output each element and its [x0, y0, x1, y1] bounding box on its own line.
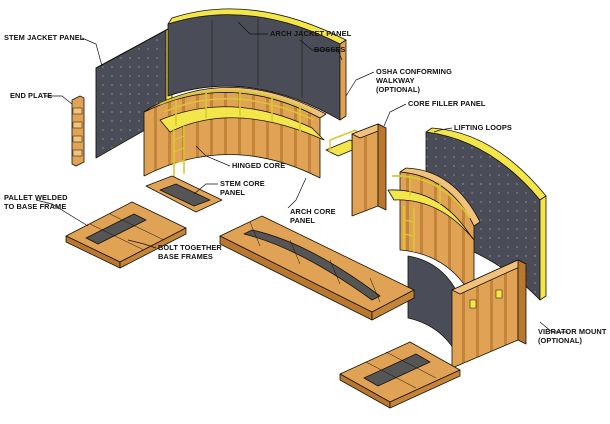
label-stem-jacket-panel: STEM JACKET PANEL	[4, 33, 85, 42]
label-bolt-together-line1: BOLT TOGETHER	[158, 243, 222, 252]
label-vibrator-mount-line1: VIBRATOR MOUNT	[538, 327, 607, 336]
label-osha-walkway-line3: (OPTIONAL)	[376, 85, 421, 94]
label-pallet-welded-line2: TO BASE FRAME	[4, 202, 66, 211]
hinged-core	[143, 87, 327, 179]
label-end-plate: END PLATE	[10, 91, 52, 100]
label-osha-walkway-line2: WALKWAY	[376, 76, 415, 85]
end-plate	[71, 95, 85, 167]
label-hinged-core: HINGED CORE	[232, 161, 285, 170]
label-bosses: BOSSES	[314, 45, 345, 54]
base-frame-center	[219, 215, 415, 321]
base-frame-bottom	[339, 341, 461, 409]
label-stem-core-panel-line2: PANEL	[220, 188, 245, 197]
vibrator-mount	[451, 259, 527, 369]
right-arch-assembly	[387, 127, 547, 361]
label-arch-core-panel-line1: ARCH CORE	[290, 207, 336, 216]
core-filler-panel	[351, 123, 387, 217]
label-bolt-together-line2: BASE FRAMES	[158, 252, 213, 261]
stem-core-panel	[145, 175, 223, 213]
label-vibrator-mount-line2: (OPTIONAL)	[538, 336, 583, 345]
label-pallet-welded-line1: PALLET WELDED	[4, 193, 68, 202]
label-arch-core-panel-line2: PANEL	[290, 216, 315, 225]
label-lifting-loops: LIFTING LOOPS	[454, 123, 512, 132]
label-core-filler-panel: CORE FILLER PANEL	[408, 99, 486, 108]
base-frame-left	[65, 201, 187, 269]
leader-lines	[35, 21, 568, 333]
labels: STEM JACKET PANEL END PLATE ARCH JACKET …	[4, 29, 607, 345]
arch-jacket-panel	[167, 8, 347, 121]
label-stem-core-panel-line1: STEM CORE	[220, 179, 265, 188]
label-arch-jacket-panel: ARCH JACKET PANEL	[270, 29, 352, 38]
label-osha-walkway-line1: OSHA CONFORMING	[376, 67, 452, 76]
